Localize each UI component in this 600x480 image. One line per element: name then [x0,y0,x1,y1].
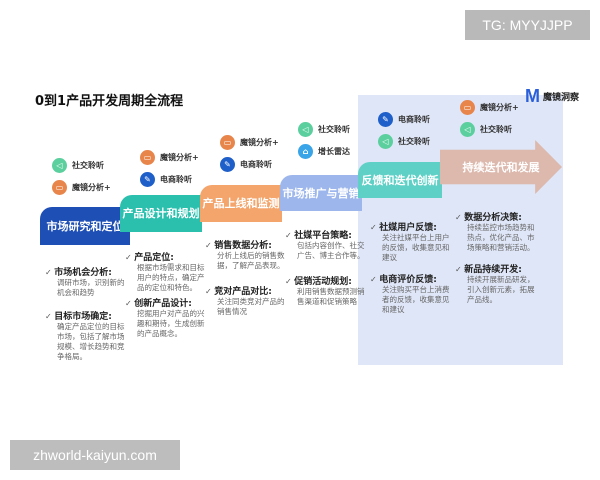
bullet-heading: 数据分析决策: [455,210,540,223]
tool-label: 社交聆听 [72,161,104,170]
page-title: 0到1产品开发周期全流程 [35,94,184,109]
stage-1-banner: 市场研究和定位 [40,207,130,245]
bullet-item: 社媒用户反馈:关注社媒平台上用户的反馈，收集意见和建议 [370,220,455,263]
speaker-icon: ◁ [460,122,475,137]
bullet-item: 创新产品设计:挖掘用户对产品的兴趣和期待，生成创新的产品概念。 [125,296,210,339]
tool-item: ✎ 电商聆听 [378,112,430,127]
logo-text: 魔镜洞察 [543,93,580,103]
bullet-desc: 调研市场，识别新的机会和趋势 [57,278,125,297]
bullet-heading: 创新产品设计: [125,296,210,309]
tool-label: 社交聆听 [480,125,512,134]
tool-item: ✎ 电商聆听 [220,157,272,172]
bullet-desc: 包括内容创作、社交广告、博主合作等。 [297,241,365,260]
tool-label: 魔镜分析+ [480,103,519,112]
tool-item: ⌂ 增长雷达 [298,144,350,159]
tool-label: 魔镜分析+ [160,153,199,162]
stage-5-banner: 反馈和迭代创新 [358,162,442,198]
chart-icon: ▭ [140,150,155,165]
bullet-item: 产品定位:根据市场需求和目标用户的特点，确定产品的定位和特色。 [125,250,210,293]
chart-icon: ▭ [52,180,67,195]
bullet-heading: 竞对产品对比: [205,284,290,297]
tool-item: ▭ 魔镜分析+ [460,100,519,115]
tool-item: ◁ 社交聆听 [460,122,512,137]
bullet-desc: 利用销售数据预测销售渠道和促销策略 [297,287,365,306]
tool-label: 魔镜分析+ [72,183,111,192]
tool-label: 电商聆听 [240,160,272,169]
bullet-desc: 持续监控市场趋势和热点，优化产品、市场策略和营销活动。 [467,223,535,252]
tool-item: ▭ 魔镜分析+ [52,180,111,195]
tool-label: 电商聆听 [160,175,192,184]
bullet-desc: 确定产品定位的目标市场，包括了解市场规模、增长趋势和竞争格局。 [57,322,125,361]
bullet-desc: 关注社媒平台上用户的反馈，收集意见和建议 [382,233,450,262]
bullet-item: 新品持续开发:持续开展新品研发，引入创新元素，拓展产品线。 [455,262,540,305]
bullet-item: 市场机会分析:调研市场，识别新的机会和趋势 [45,265,130,298]
bullet-heading: 产品定位: [125,250,210,263]
bullet-heading: 目标市场确定: [45,309,130,322]
speaker-icon: ◁ [378,134,393,149]
bullet-item: 销售数据分析:分析上线后的销售数据，了解产品表现。 [205,238,290,271]
speaker-icon: ◁ [52,158,67,173]
watermark-bottom: zhworld-kaiyun.com [10,440,180,470]
bullet-desc: 挖掘用户对产品的兴趣和期待，生成创新的产品概念。 [137,309,205,338]
bullet-heading: 电商评价反馈: [370,272,455,285]
bullet-heading: 社媒平台策略: [285,228,370,241]
tool-item: ▭ 魔镜分析+ [220,135,279,150]
bullet-item: 社媒平台策略:包括内容创作、社交广告、博主合作等。 [285,228,370,261]
bullet-item: 促销活动规划:利用销售数据预测销售渠道和促销策略 [285,274,370,307]
stage-2-banner: 产品设计和规划 [120,195,202,232]
tool-item: ◁ 社交聆听 [52,158,104,173]
chart-icon: ▭ [460,100,475,115]
bullet-item: 数据分析决策:持续监控市场趋势和热点，优化产品、市场策略和营销活动。 [455,210,540,253]
tool-item: ◁ 社交聆听 [378,134,430,149]
tool-label: 增长雷达 [318,147,350,156]
tool-label: 魔镜分析+ [240,138,279,147]
edit-icon: ✎ [220,157,235,172]
radar-icon: ⌂ [298,144,313,159]
edit-icon: ✎ [378,112,393,127]
tool-item: ✎ 电商聆听 [140,172,192,187]
chart-icon: ▭ [220,135,235,150]
bullet-desc: 根据市场需求和目标用户的特点，确定产品的定位和特色。 [137,263,205,292]
bullet-heading: 社媒用户反馈: [370,220,455,233]
bullet-item: 竞对产品对比:关注同类竞对产品的销售情况 [205,284,290,317]
watermark-top: TG: MYYJJPP [465,10,590,40]
tool-label: 社交聆听 [398,137,430,146]
bullet-item: 目标市场确定:确定产品定位的目标市场，包括了解市场规模、增长趋势和竞争格局。 [45,309,130,362]
edit-icon: ✎ [140,172,155,187]
bullet-desc: 关注购买平台上消费者的反馈，收集意见和建议 [382,285,450,314]
bullet-desc: 分析上线后的销售数据，了解产品表现。 [217,251,285,270]
bullet-heading: 销售数据分析: [205,238,290,251]
tool-item: ▭ 魔镜分析+ [140,150,199,165]
tool-label: 电商聆听 [398,115,430,124]
speaker-icon: ◁ [298,122,313,137]
bullet-desc: 持续开展新品研发，引入创新元素，拓展产品线。 [467,275,535,304]
stage-3-banner: 产品上线和监测 [200,185,282,222]
logo-icon: M [525,86,540,106]
stage-4-banner: 市场推广与营销 [280,175,362,211]
bullet-heading: 新品持续开发: [455,262,540,275]
bullet-item: 电商评价反馈:关注购买平台上消费者的反馈，收集意见和建议 [370,272,455,315]
tool-item: ◁ 社交聆听 [298,122,350,137]
bullet-heading: 促销活动规划: [285,274,370,287]
bullet-heading: 市场机会分析: [45,265,130,278]
bullet-desc: 关注同类竞对产品的销售情况 [217,297,285,316]
tool-label: 社交聆听 [318,125,350,134]
